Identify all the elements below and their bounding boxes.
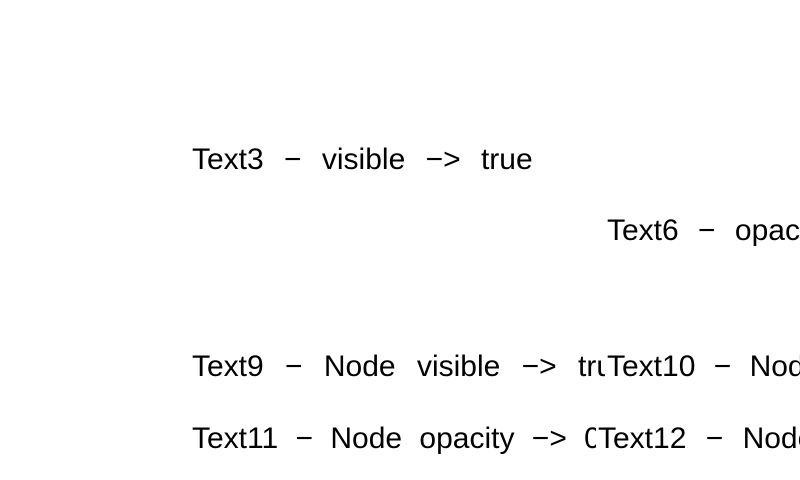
text11-label: Text11 − Node opacity −> 0 [192,422,601,455]
text10-label: Text10 − Node [605,352,800,382]
text9-label: Text9 − Node visible −> tru [192,350,614,383]
text12-label: Text12 − Node [596,424,800,454]
text6-label: Text6 − opacity [605,216,800,246]
text3-label: Text3 − visible −> true [192,143,533,176]
